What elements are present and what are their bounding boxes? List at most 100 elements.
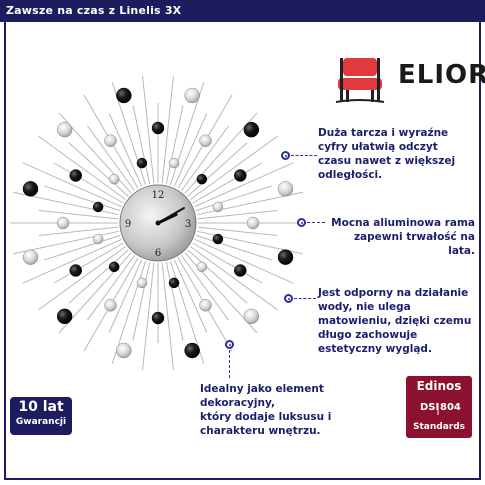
clock-crystal-bead bbox=[199, 299, 212, 312]
clock-ray bbox=[195, 185, 273, 212]
clock-crystal-bead bbox=[196, 261, 208, 273]
clock-ray bbox=[38, 226, 119, 237]
clock-ray bbox=[187, 249, 248, 304]
clock-beads bbox=[22, 87, 294, 359]
clock-ray bbox=[37, 246, 126, 311]
header-bar: Zawsze na czas z Linelis 3X bbox=[0, 0, 485, 22]
clock-ray bbox=[142, 262, 155, 371]
clock-crystal-bead bbox=[277, 181, 294, 197]
clock-ray bbox=[190, 246, 279, 311]
clock-black-bead bbox=[151, 311, 165, 325]
certificate-standards: Standards bbox=[412, 422, 466, 432]
clock-crystal-bead bbox=[184, 87, 200, 104]
wall-clock-image: 12 3 6 9 bbox=[10, 75, 306, 371]
clock-black-bead bbox=[116, 87, 132, 104]
clock-black-bead bbox=[212, 233, 224, 245]
clock-ray bbox=[132, 105, 151, 184]
clock-ray bbox=[195, 234, 273, 261]
clock-black-bead bbox=[108, 261, 120, 273]
clock-crystal-bead bbox=[136, 277, 148, 289]
brand-logo-text: ELIOR bbox=[398, 60, 485, 90]
header-title: Zawsze na czas z Linelis 3X bbox=[6, 4, 182, 17]
clock-black-bead bbox=[56, 308, 73, 325]
chair-icon bbox=[335, 58, 385, 103]
clock-ray bbox=[43, 185, 121, 212]
clock-ray bbox=[53, 162, 124, 204]
clock-ray bbox=[37, 135, 126, 200]
clock-numeral-3: 3 bbox=[185, 219, 191, 230]
clock-black-bead bbox=[196, 173, 208, 185]
clock-ray bbox=[22, 162, 122, 208]
clock-ray bbox=[194, 238, 294, 284]
clock-ray bbox=[187, 142, 248, 197]
clock-black-bead bbox=[22, 181, 39, 197]
warranty-label: Gwarancji bbox=[15, 417, 67, 427]
clock-numeral-9: 9 bbox=[125, 219, 131, 230]
feature-aluminium-frame: Mocna aliuminowa rama zapewni trwałość n… bbox=[331, 217, 475, 257]
warranty-years: 10 lat bbox=[18, 399, 64, 415]
callout-marker bbox=[297, 218, 306, 227]
clock-crystal-bead bbox=[56, 216, 70, 230]
clock-crystal-bead bbox=[92, 233, 104, 245]
clock-ray bbox=[87, 255, 135, 321]
clock-ray bbox=[173, 113, 208, 187]
clock-crystal-bead bbox=[168, 157, 180, 169]
edinos-certificate-badge: Edinos DSI 804 Standards bbox=[406, 376, 472, 438]
clock-ray bbox=[181, 125, 229, 191]
clock-ray bbox=[197, 226, 278, 237]
clock-black-bead bbox=[277, 249, 294, 265]
clock-ray bbox=[142, 75, 155, 184]
clock-ray bbox=[43, 234, 121, 261]
callout-leader bbox=[307, 222, 325, 223]
clock-black-bead bbox=[69, 264, 82, 277]
clock-black-bead bbox=[234, 264, 247, 277]
clock-black-bead bbox=[243, 121, 260, 138]
feature-water-resistant: Jest odporny na działanie wody, nie uleg… bbox=[318, 287, 472, 355]
callout-marker bbox=[281, 151, 290, 160]
clock-black-bead bbox=[234, 169, 247, 182]
clock-black-bead bbox=[168, 277, 180, 289]
clock-crystal-bead bbox=[104, 299, 117, 312]
clock-minute-hand bbox=[157, 207, 185, 224]
clock-ray bbox=[132, 262, 151, 341]
clock-crystal-bead bbox=[56, 121, 73, 138]
callout-leader bbox=[294, 298, 316, 299]
clock-crystal-bead bbox=[108, 173, 120, 185]
clock-ray bbox=[192, 162, 263, 204]
clock-black-bead bbox=[136, 157, 148, 169]
clock-ray bbox=[165, 105, 184, 184]
clock-crystal-bead bbox=[212, 201, 224, 213]
callout-leader bbox=[229, 350, 230, 378]
clock-crystal-bead bbox=[22, 249, 39, 265]
clock-numeral-6: 6 bbox=[155, 248, 161, 259]
clock-ray bbox=[192, 242, 263, 284]
certificate-name: Edinos bbox=[416, 379, 462, 393]
certificate-seal-icon bbox=[437, 403, 439, 415]
clock-crystal-bead bbox=[246, 216, 260, 230]
clock-ray bbox=[173, 259, 208, 333]
clock-ray bbox=[53, 242, 124, 284]
clock-crystal-bead bbox=[104, 134, 117, 147]
clock-ray bbox=[181, 255, 229, 321]
feature-large-dial: Duża tarcza i wyraźne cyfry ułatwią odcz… bbox=[318, 127, 456, 181]
warranty-badge: 10 lat Gwarancji bbox=[10, 397, 72, 435]
clock-ray bbox=[68, 249, 129, 304]
page-frame bbox=[4, 22, 481, 480]
clock-ray bbox=[161, 262, 174, 371]
clock-black-bead bbox=[184, 342, 200, 359]
clock-ray bbox=[108, 259, 143, 333]
clock-ray bbox=[68, 142, 129, 197]
clock-black-bead bbox=[92, 201, 104, 213]
callout-leader bbox=[291, 155, 317, 156]
clock-numeral-12: 12 bbox=[152, 190, 165, 201]
clock-ray bbox=[161, 75, 174, 184]
clock-ray bbox=[197, 209, 278, 220]
certificate-dsi: DSI bbox=[420, 402, 440, 413]
clock-black-bead bbox=[151, 121, 165, 135]
clock-black-bead bbox=[69, 169, 82, 182]
callout-marker bbox=[284, 294, 293, 303]
clock-crystal-bead bbox=[116, 342, 132, 359]
clock-ray bbox=[108, 113, 143, 187]
clock-ray bbox=[190, 135, 279, 200]
certificate-number: 804 bbox=[440, 402, 461, 413]
